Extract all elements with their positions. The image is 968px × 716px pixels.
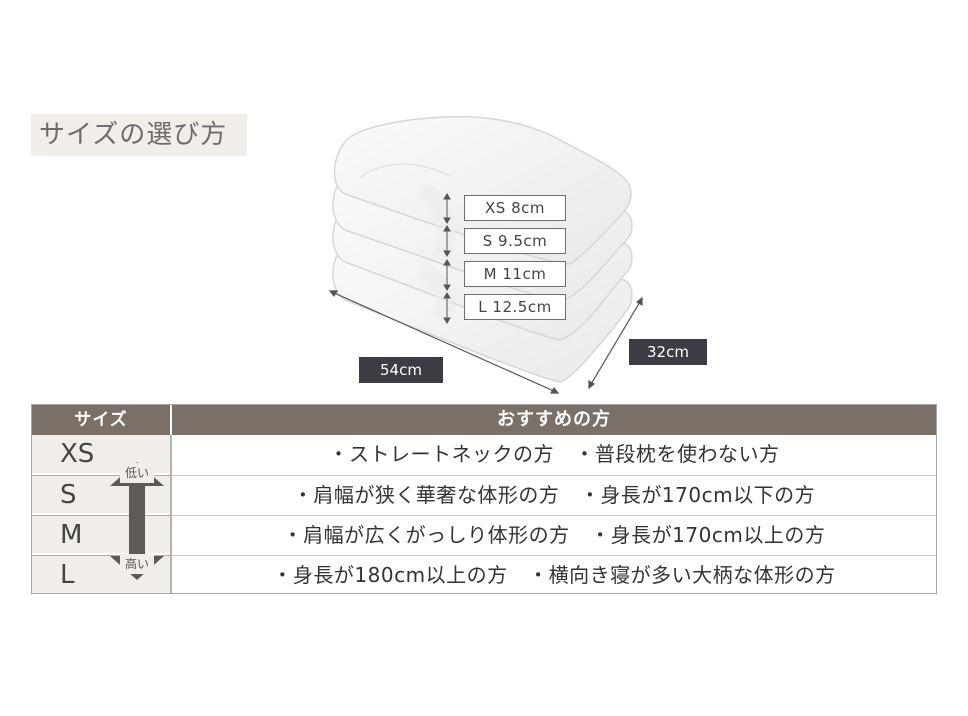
arrow-low-label: 低い (120, 463, 154, 483)
recommend-cell-m: ・肩幅が広くがっしり体形の方 ・身長が170cm以上の方 (172, 515, 936, 553)
height-scale-arrow-icon (110, 462, 164, 580)
height-label-l: L 12.5cm (464, 294, 566, 320)
arrow-high-label: 高い (120, 554, 154, 574)
recommend-cell-s: ・肩幅が狭く華奢な体形の方 ・身長が170cm以下の方 (172, 475, 936, 513)
section-title: サイズの選び方 (31, 114, 247, 156)
column-divider (170, 435, 172, 593)
width-dimension-line (328, 290, 560, 394)
height-label-s: S 9.5cm (464, 228, 566, 254)
depth-dimension-label: 32cm (629, 339, 707, 365)
height-arrows (443, 193, 451, 324)
table-header-size: サイズ (32, 405, 170, 435)
width-dimension-label: 54cm (359, 357, 443, 383)
height-label-xs: XS 8cm (464, 195, 566, 221)
depth-dimension-line (588, 296, 643, 390)
height-label-m: M 11cm (464, 261, 566, 287)
pillow-layer-xs (333, 115, 632, 265)
size-cell-s: S (32, 475, 170, 513)
size-cell-m: M (32, 515, 170, 553)
recommend-cell-l: ・身長が180cm以上の方 ・横向き寝が多い大柄な体形の方 (172, 555, 936, 593)
table-header-recommend: おすすめの方 (172, 405, 936, 435)
recommend-cell-xs: ・ストレートネックの方 ・普段枕を使わない方 (328, 442, 780, 466)
